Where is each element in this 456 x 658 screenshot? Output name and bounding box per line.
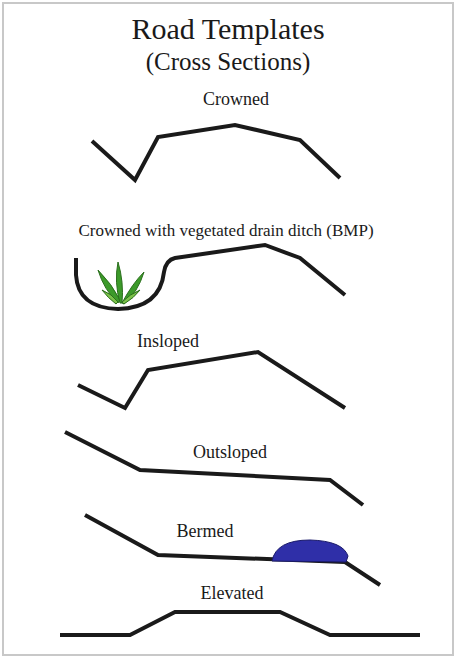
outsloped-section [65,432,363,505]
section-label: Outsloped [193,443,267,463]
crowned-section [92,125,340,180]
section-label: Elevated [201,584,264,604]
section-label: Crowned [203,90,269,110]
section-label: Crowned with vegetated drain ditch (BMP) [78,222,373,241]
vegetation [98,262,144,304]
section-label: Insloped [137,332,199,352]
elevated-section [60,612,420,635]
insloped-section [78,352,345,408]
diagram-title: Road Templates [131,12,324,45]
section-label: Bermed [177,522,234,542]
berm [272,540,348,562]
subtitle: (Cross Sections) [146,48,311,76]
vegetated-ditch-section [76,245,345,309]
bermed-section [85,515,380,585]
frame-border [3,3,453,655]
